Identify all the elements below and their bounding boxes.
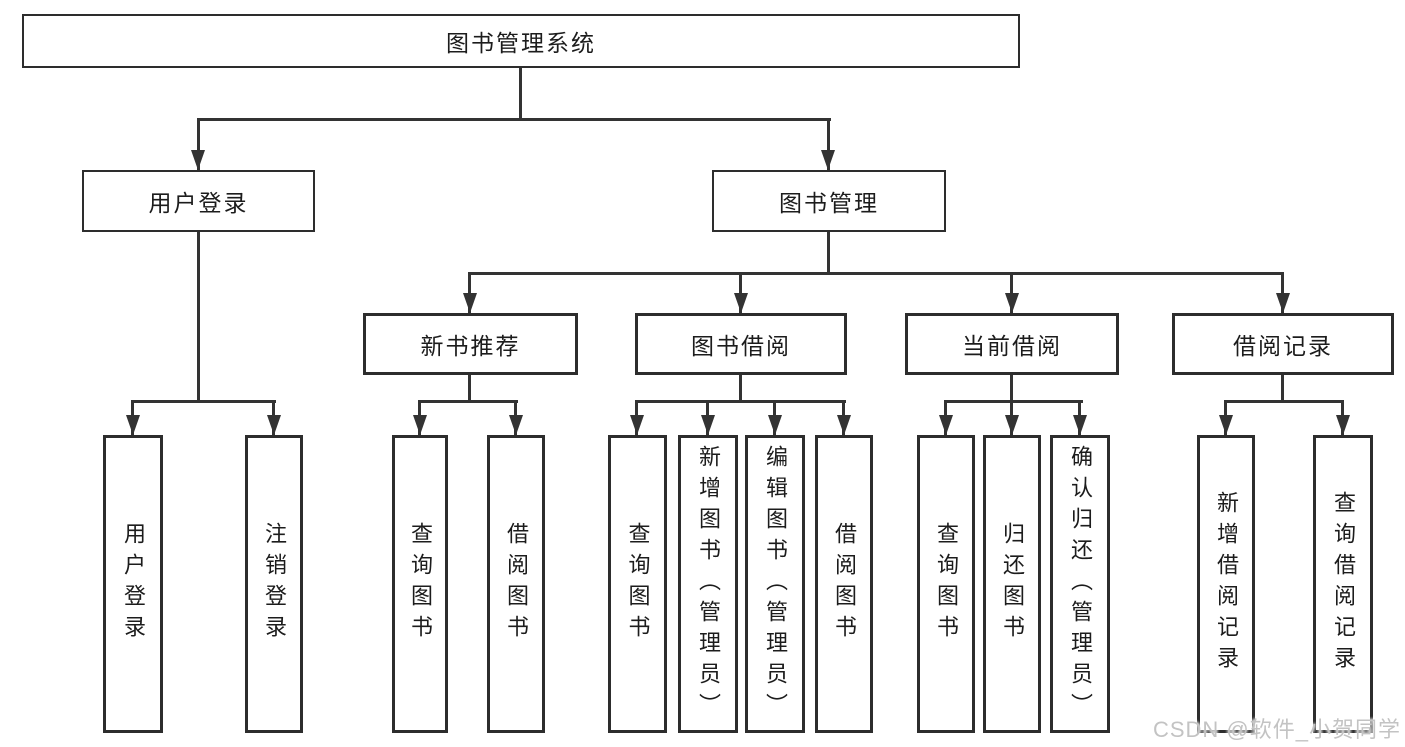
arrowhead-down-icon	[701, 415, 715, 435]
leaf-recommend-borrow-books: 借阅图书	[487, 435, 545, 733]
leaf-current-return-books: 归还图书	[983, 435, 1041, 733]
arrowhead-down-icon	[191, 150, 205, 170]
arrowhead-down-icon	[463, 293, 477, 313]
node-user-login: 用户登录	[82, 170, 315, 232]
node-borrow-records: 借阅记录	[1172, 313, 1394, 375]
connector-line	[944, 400, 1083, 403]
arrowhead-down-icon	[837, 415, 851, 435]
arrowhead-down-icon	[1219, 415, 1233, 435]
connector-line	[739, 375, 742, 403]
leaf-borrow-edit-books-admin: 编辑图书（管理员）	[745, 435, 805, 733]
connector-line	[1010, 272, 1013, 313]
arrowhead-down-icon	[630, 415, 644, 435]
leaf-borrow-query-books: 查询图书	[608, 435, 667, 733]
arrowhead-down-icon	[768, 415, 782, 435]
leaf-current-confirm-return-admin: 确认归还（管理员）	[1050, 435, 1110, 733]
connector-line	[827, 118, 830, 170]
arrowhead-down-icon	[734, 293, 748, 313]
connector-line	[827, 232, 830, 275]
arrowhead-down-icon	[413, 415, 427, 435]
csdn-watermark: CSDN @软件_小贺同学	[1152, 717, 1401, 742]
connector-line	[468, 272, 471, 313]
leaf-borrow-add-books-admin: 新增图书（管理员）	[678, 435, 738, 733]
node-book-management: 图书管理	[712, 170, 946, 232]
connector-line	[1281, 375, 1284, 403]
arrowhead-down-icon	[509, 415, 523, 435]
arrowhead-down-icon	[1005, 415, 1019, 435]
connector-line	[1224, 400, 1344, 403]
leaf-borrow-borrow-books: 借阅图书	[815, 435, 873, 733]
connector-line	[197, 232, 200, 402]
leaf-records-add-borrow-record: 新增借阅记录	[1197, 435, 1255, 733]
arrowhead-down-icon	[939, 415, 953, 435]
arrowhead-down-icon	[1336, 415, 1350, 435]
connector-line	[131, 400, 276, 403]
arrowhead-down-icon	[1073, 415, 1087, 435]
connector-line	[468, 375, 471, 403]
connector-line	[519, 68, 522, 121]
arrowhead-down-icon	[1005, 293, 1019, 313]
leaf-user-login: 用户登录	[103, 435, 163, 733]
arrowhead-down-icon	[126, 415, 140, 435]
node-new-book-recommend: 新书推荐	[363, 313, 578, 375]
connector-line	[1281, 272, 1284, 313]
arrowhead-down-icon	[1276, 293, 1290, 313]
node-book-borrow: 图书借阅	[635, 313, 847, 375]
connector-line	[197, 118, 200, 170]
connector-line	[468, 272, 1284, 275]
node-root-system: 图书管理系统	[22, 14, 1020, 68]
connector-line	[635, 400, 846, 403]
arrowhead-down-icon	[267, 415, 281, 435]
leaf-records-query-borrow-record: 查询借阅记录	[1313, 435, 1373, 733]
leaf-current-query-books: 查询图书	[917, 435, 975, 733]
connector-line	[1010, 375, 1013, 403]
leaf-recommend-query-books: 查询图书	[392, 435, 448, 733]
node-current-borrow: 当前借阅	[905, 313, 1119, 375]
arrowhead-down-icon	[821, 150, 835, 170]
connector-line	[197, 118, 831, 121]
connector-line	[418, 400, 518, 403]
leaf-logout: 注销登录	[245, 435, 303, 733]
connector-line	[739, 272, 742, 313]
